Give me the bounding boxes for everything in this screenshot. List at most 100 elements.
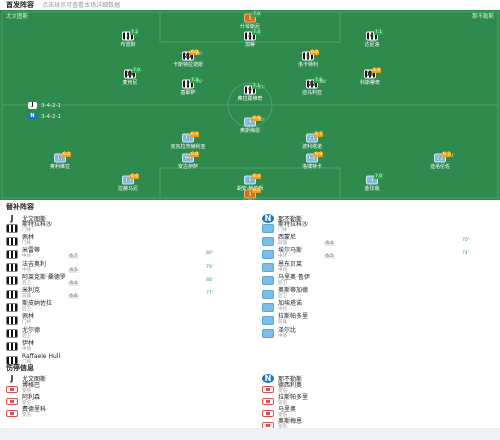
sub-player-name: 米利克 <box>22 287 41 294</box>
player-juv-kit-10[interactable]: 9 <box>244 85 256 95</box>
sub-player-position: 中场 <box>278 267 287 273</box>
shirt-icon <box>262 315 274 325</box>
player-nap-kit-17[interactable]: 22 <box>434 153 446 163</box>
sub-player-name: 斯特拉科沙 <box>22 221 53 228</box>
player-label: 洛卡特利 <box>298 62 318 68</box>
player-juv-kit-3[interactable]: 6 <box>366 31 378 41</box>
sub-player-text: 加埃塔诺中场 <box>278 301 302 313</box>
player-label: 洛博特卡 <box>302 164 322 170</box>
sub-player-row[interactable]: 佩林门将 <box>6 235 34 247</box>
subs-home-header: J 尤文图斯 <box>6 212 47 224</box>
injury-row[interactable]: 德西利奥受伤 <box>262 383 302 395</box>
sub-player-name: 法吉奥利 <box>22 260 47 268</box>
injury-text: 德西利奥受伤 <box>278 383 302 395</box>
player-label: 胡安·赫苏斯 <box>237 186 264 192</box>
sub-minute: 79' <box>206 264 213 270</box>
sub-player-row[interactable]: 拉斯帕多里前锋 <box>262 314 308 326</box>
sub-player-row[interactable]: 泽尔比中场 <box>262 327 296 340</box>
sub-player-text: 埃尔马斯中场 <box>278 248 302 260</box>
injury-player-name: 费德里科 <box>22 406 47 413</box>
sub-minute: 88' <box>206 277 213 283</box>
sub-player-position: 前锋 <box>278 320 287 326</box>
sub-player-row[interactable]: 阿莱克斯·桑德罗后卫 <box>6 274 66 287</box>
player-number: 68 <box>308 155 316 161</box>
sub-player-row[interactable]: 斯皮纳佐拉后卫 <box>6 301 52 313</box>
player-nap-kit-19[interactable]: 5 <box>244 175 256 185</box>
player-rating-badge: 7.3 <box>190 78 200 83</box>
sub-player-row[interactable]: 法吉奥利中场 <box>6 260 47 274</box>
sub-rating: 6.7 <box>68 254 80 260</box>
sub-player-position: 门将 <box>22 228 31 233</box>
player-nap-kit-15[interactable]: 99 <box>182 153 194 163</box>
player-number: 1 <box>248 15 252 21</box>
player-number: 1 <box>248 191 252 197</box>
player-juv-kit-5[interactable]: 5 <box>302 51 314 61</box>
player-juv-kit-9[interactable]: 22 <box>306 79 318 89</box>
player-rating-badge: 7.2 <box>130 30 140 35</box>
injury-status: 受伤 <box>278 425 302 431</box>
injury-row[interactable]: 马里奥受伤 <box>262 407 296 419</box>
injury-player-name: 阿利森 <box>22 394 41 401</box>
sub-player-name: 斯皮纳佐拉 <box>22 300 53 308</box>
sub-player-row[interactable]: 斯特拉科沙门将 <box>6 222 52 234</box>
subs-away-team: 那不勒斯 <box>278 215 303 223</box>
sub-player-row[interactable]: 奥斯蒂加德后卫 <box>262 288 308 300</box>
shirt-icon <box>6 236 18 246</box>
injury-text: 费德里科受伤 <box>22 407 46 419</box>
player-juv-kit-7[interactable]: 11 <box>364 69 376 79</box>
player-nap-kit-14[interactable]: 17 <box>54 153 66 163</box>
shirt-icon <box>262 236 274 246</box>
home-team-logo: J <box>10 213 14 223</box>
player-label: 奥利维拉 <box>50 164 70 170</box>
sub-player-text: 斯皮纳佐拉后卫 <box>22 301 52 313</box>
injury-player-name: 博格巴 <box>22 382 41 389</box>
sub-player-text: 马里奥·鲁伊后卫 <box>278 274 310 287</box>
injury-text: 博格巴受伤 <box>22 383 40 395</box>
player-number: 6 <box>370 33 374 39</box>
away-team-name: 那不勒斯 <box>471 14 494 20</box>
player-nap-kit-18[interactable]: 13 <box>122 175 134 185</box>
sub-player-row[interactable]: 斯特拉科沙门将 <box>262 222 308 234</box>
player-number: 22 <box>436 155 444 161</box>
player-nap-kit-21[interactable]: 1 <box>244 189 256 199</box>
sub-player-row[interactable]: 尤尔德后卫 <box>6 327 40 340</box>
sub-player-row[interactable]: 恩东贝莱中场 <box>262 261 302 274</box>
player-name: 洛卡特利 <box>297 62 319 68</box>
injury-row[interactable]: 博格巴受伤 <box>6 383 40 395</box>
player-juv-kit-4[interactable]: 20 <box>182 51 194 61</box>
player-label: 安古伊萨 <box>178 164 198 170</box>
away-formation-text: 3-4-2-1 <box>41 113 61 120</box>
injury-row[interactable]: 费德里科受伤 <box>6 407 46 419</box>
player-label: 科斯蒂奇 <box>360 80 380 86</box>
player-number: 9 <box>248 119 252 125</box>
player-nap-kit-16[interactable]: 68 <box>306 153 318 163</box>
shirt-icon <box>6 315 18 325</box>
injury-row[interactable]: 阿利森受伤 <box>6 395 40 407</box>
sub-player-row[interactable]: 佩林门将 <box>6 314 34 326</box>
sub-player-text: 佩林门将 <box>22 235 34 247</box>
player-juv-kit-2[interactable]: 4 <box>244 31 256 41</box>
player-juv-kit-6[interactable]: 16 <box>124 69 136 79</box>
sub-player-position: 后卫 <box>278 280 287 286</box>
player-nap-kit-20[interactable]: 3 <box>366 175 378 185</box>
sub-player-text: 斯特拉科沙门将 <box>278 222 308 234</box>
player-nap-kit-13[interactable]: 21 <box>306 133 318 143</box>
player-nap-kit-12[interactable]: 77 <box>182 133 194 143</box>
player-juv-kit-8[interactable]: 7 <box>182 79 194 89</box>
sub-player-row[interactable]: 加埃塔诺中场 <box>262 301 302 313</box>
sub-player-row[interactable]: 伊林中场 <box>6 340 34 353</box>
sub-player-row[interactable]: 马里奥·鲁伊后卫 <box>262 274 310 287</box>
injury-row[interactable]: 拉斯帕多里受伤 <box>262 395 308 407</box>
player-nap-kit-11[interactable]: 9 <box>244 117 256 127</box>
sub-player-row[interactable]: 西蒙尼前锋 <box>262 235 296 247</box>
sub-player-row[interactable]: 埃尔马斯中场 <box>262 248 302 260</box>
injury-text: 马里奥受伤 <box>278 407 296 419</box>
sub-player-row[interactable]: 米雷蒂中场 <box>6 248 40 260</box>
sub-player-row[interactable]: 米利克前锋 <box>6 288 40 300</box>
player-juv-kit-1[interactable]: 3 <box>122 31 134 41</box>
player-juv-kit-0[interactable]: 1 <box>244 13 256 23</box>
player-name: 迪马利亚 <box>301 90 323 96</box>
sub-rating: 6.5 <box>68 267 80 273</box>
shirt-icon <box>6 342 18 352</box>
